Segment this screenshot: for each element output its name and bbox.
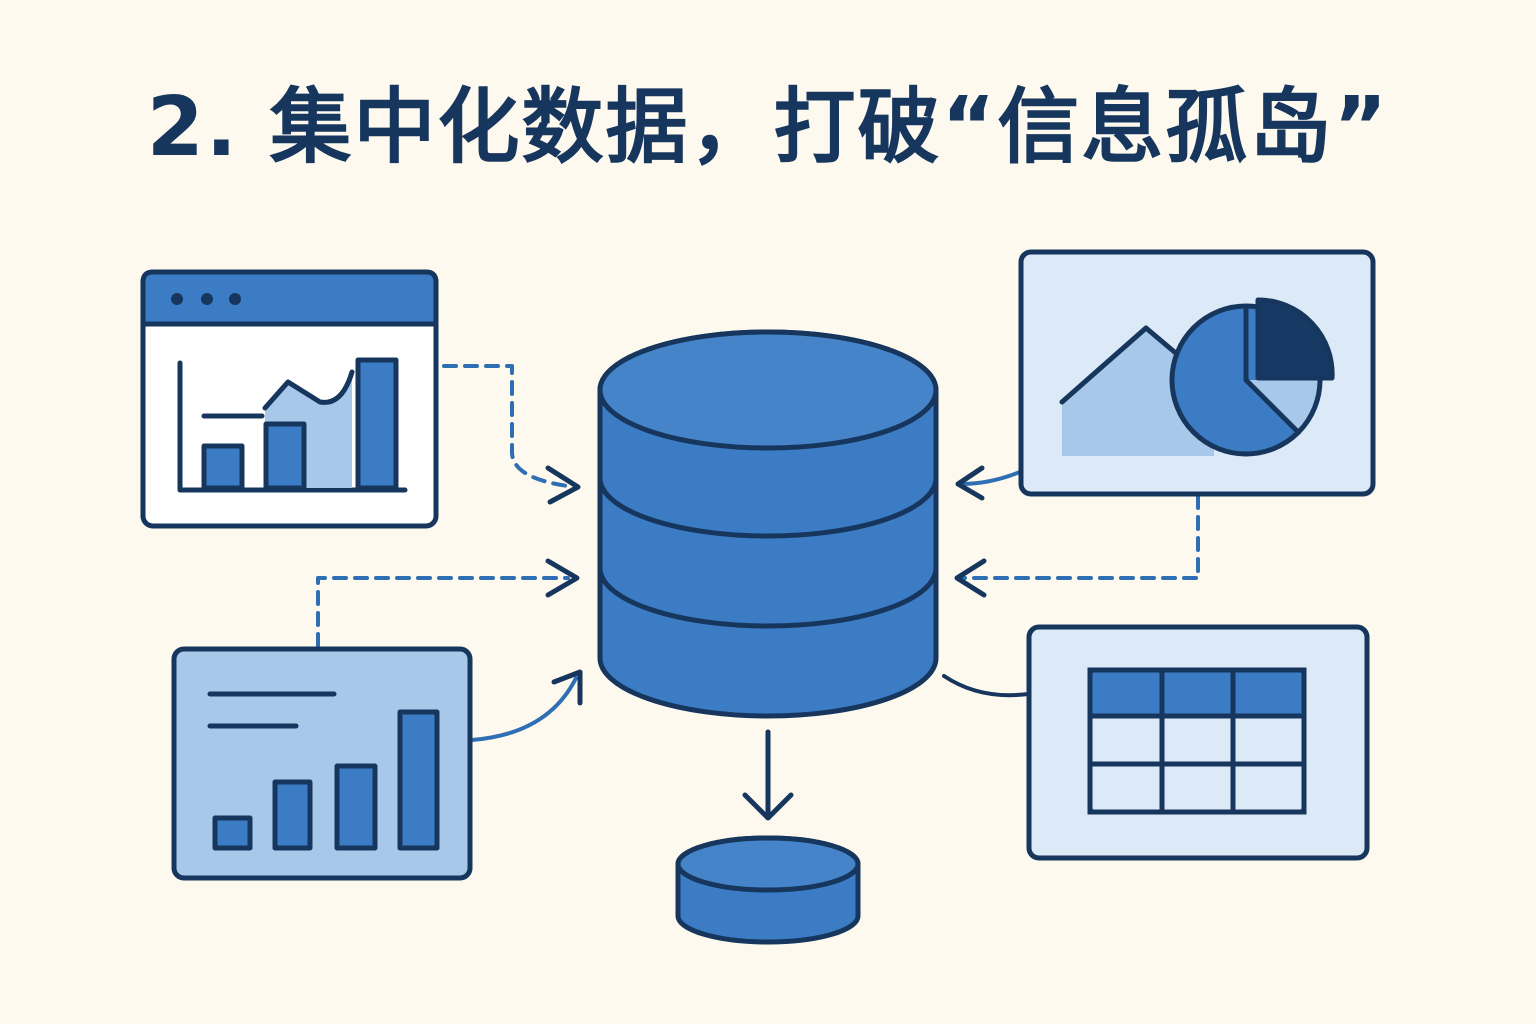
pie-slice-light (1246, 380, 1320, 432)
report-bar (397, 709, 440, 851)
source-top-left (140, 269, 439, 529)
arrowhead-bottom-left-dashed (545, 558, 580, 598)
chart-bar (263, 421, 307, 491)
report-bar (334, 763, 378, 851)
arrowhead-top-left (545, 465, 581, 505)
pie-slice-dark (1255, 297, 1335, 381)
chart-bar (355, 357, 399, 491)
output-database-top (675, 835, 861, 893)
table-outline (1087, 667, 1307, 815)
area-chart-line (1059, 325, 1187, 405)
window-dots-icon (171, 293, 241, 305)
report-bar-chart-icon (207, 691, 440, 851)
report-bar (272, 779, 313, 851)
spreadsheet-table-icon (1087, 667, 1307, 815)
connector-top-left (442, 364, 570, 488)
area-pie-chart-icon (1059, 297, 1335, 457)
browser-chart-icon (177, 357, 408, 493)
connector-bottom-left-dashed (316, 576, 570, 648)
connector-bottom-right (942, 674, 1030, 698)
page-title: 2. 集中化数据，打破“信息孤岛” (146, 80, 1390, 175)
report-bar (212, 815, 253, 851)
pie-slice-lines (1243, 306, 1300, 434)
output-database (675, 835, 861, 945)
chart-bar (201, 443, 245, 491)
browser-titlebar (140, 269, 439, 327)
source-bottom-left (171, 646, 473, 881)
connector-top-right-dashed (960, 494, 1200, 580)
table-header-row (1087, 667, 1307, 719)
database-band-1 (597, 477, 939, 539)
connector-top-right (960, 470, 1022, 486)
connectors (316, 364, 1200, 821)
arrowhead-bottom-left-curve (551, 669, 583, 706)
source-top-right (1018, 249, 1376, 497)
arrowhead-top-right (955, 465, 985, 501)
arrowhead-down (742, 792, 794, 821)
central-database (597, 329, 939, 719)
database-top-ellipse (597, 329, 939, 451)
source-bottom-right (1026, 624, 1370, 861)
arrowhead-top-right-dashed (954, 558, 987, 598)
chart-trend-line (262, 369, 355, 411)
database-band-2 (597, 567, 939, 629)
connector-bottom-left-curve (470, 676, 578, 742)
chart-axes (177, 360, 408, 493)
